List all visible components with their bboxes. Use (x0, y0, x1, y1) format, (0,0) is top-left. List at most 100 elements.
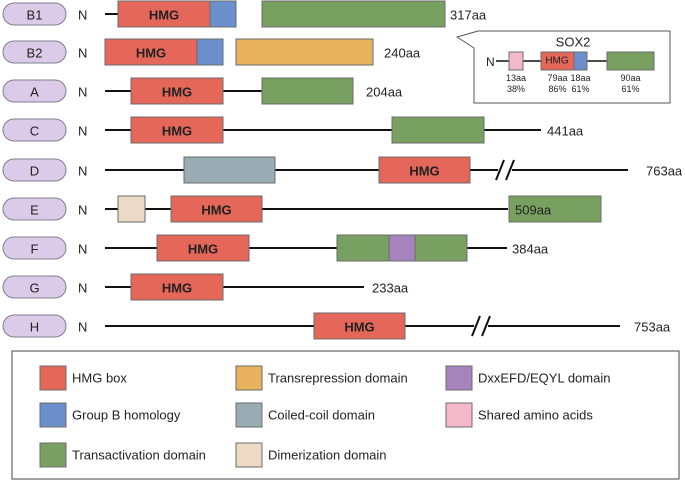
legend-swatch-dimer (235, 442, 263, 468)
legend-swatch-hmg (39, 365, 67, 391)
protein-row-h: H N HMG 753aa (2, 312, 671, 340)
inset-n-terminus: N (486, 55, 495, 69)
n-terminus-label: N (78, 8, 87, 23)
domain-label: HMG (344, 320, 374, 335)
inset-segment-transact (606, 51, 655, 71)
protein-row-f: F N HMG 384aa (2, 234, 549, 262)
group-label: B2 (27, 46, 43, 61)
domain-transrep (235, 38, 374, 66)
domain-label: HMG (162, 281, 192, 296)
legend-swatch-transrep (235, 365, 263, 391)
group-pill (2, 275, 67, 299)
inset-hmg-label: HMG (545, 56, 569, 67)
domain-hmg (130, 77, 224, 105)
n-terminus-label: N (78, 124, 87, 139)
break-mark (495, 159, 505, 181)
length-label: 384aa (512, 242, 549, 257)
domain-label: HMG (162, 85, 192, 100)
group-pill (2, 158, 67, 182)
domain-transact (261, 0, 446, 28)
group-pill (2, 2, 67, 26)
group-label: B1 (27, 8, 43, 23)
n-terminus-label: N (78, 164, 87, 179)
legend-label: HMG box (72, 371, 127, 386)
domain-dxx (388, 234, 416, 262)
group-pill (2, 79, 67, 103)
domain-hmg (378, 156, 471, 184)
inset-pct-label: 61% (621, 84, 639, 94)
n-terminus-label: N (78, 85, 87, 100)
length-label: 509aa (515, 203, 552, 218)
domain-transact (336, 234, 390, 262)
domain-transact (391, 116, 485, 144)
domain-hmg (156, 234, 250, 262)
n-terminus-label: N (78, 320, 87, 335)
protein-row-c: C N HMG 441aa (2, 116, 584, 144)
legend-swatch-shared (445, 402, 473, 428)
inset-aa-label: 13aa (506, 73, 526, 83)
length-label: 240aa (384, 46, 421, 61)
inset-pct-label: 38% (507, 84, 525, 94)
legend-label: Transactivation domain (72, 448, 206, 463)
domain-coiled (183, 156, 276, 184)
legend-label: Shared amino acids (478, 408, 593, 423)
length-label: 233aa (372, 281, 409, 296)
domain-label: HMG (409, 164, 439, 179)
legend-label: Transrepression domain (268, 371, 408, 386)
domain-label: HMG (149, 8, 179, 23)
domain-transact (508, 195, 602, 223)
break-mark (471, 315, 481, 337)
group-label: H (30, 320, 39, 335)
break-gap (474, 324, 488, 328)
inset-title: SOX2 (556, 35, 591, 50)
group-pill (2, 314, 67, 338)
length-label: 317aa (450, 8, 487, 23)
n-terminus-label: N (78, 203, 87, 218)
domain-label: HMG (162, 124, 192, 139)
legend-label: Dimerization domain (268, 448, 387, 463)
length-label: 753aa (634, 320, 671, 335)
group-label: C (30, 124, 39, 139)
break-gap (498, 168, 512, 172)
domain-hmg (130, 116, 224, 144)
break-mark (505, 159, 515, 181)
protein-row-a: A N HMG 204aa (2, 77, 403, 105)
domain-groupb (196, 38, 224, 66)
break-mark (481, 315, 491, 337)
inset-segment-groupb (573, 51, 588, 71)
group-label: E (30, 203, 39, 218)
legend-swatch-groupb (39, 402, 67, 428)
length-label: 204aa (366, 85, 403, 100)
inset-pct-label: 61% (571, 84, 589, 94)
group-label: F (31, 242, 39, 257)
legend-label: Group B homology (72, 408, 181, 423)
domain-transact (414, 234, 468, 262)
length-label: 441aa (547, 124, 584, 139)
domain-hmg (104, 38, 198, 66)
domain-hmg (130, 273, 224, 301)
legend-box (11, 350, 680, 480)
inset-pct-label: 86% (548, 84, 566, 94)
domain-transact (261, 77, 354, 105)
domain-hmg (313, 312, 406, 340)
group-label: A (30, 85, 39, 100)
inset-aa-label: 18aa (570, 73, 590, 83)
group-pill (2, 118, 67, 142)
length-label: 763aa (646, 164, 683, 179)
group-pill (2, 197, 67, 221)
domain-label: HMG (188, 242, 218, 257)
legend-swatch-dxx (445, 365, 473, 391)
n-terminus-label: N (78, 242, 87, 257)
inset-aa-label: 90aa (620, 73, 640, 83)
inset-aa-label: 79aa (547, 73, 567, 83)
domain-dimer (117, 195, 146, 223)
legend-swatch-coiled (235, 402, 263, 428)
domain-hmg (170, 195, 263, 223)
domain-hmg (117, 0, 211, 28)
